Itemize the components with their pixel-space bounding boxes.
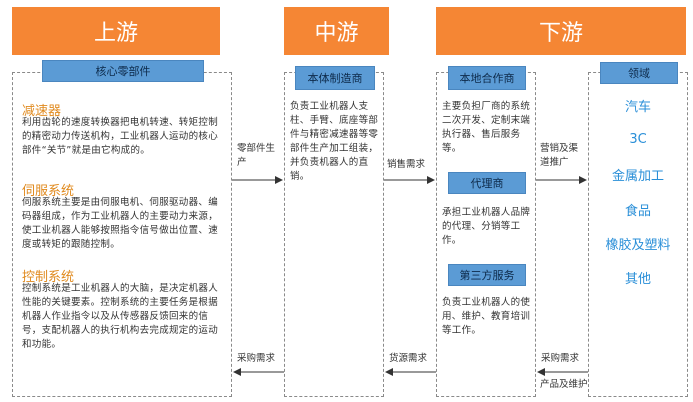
core-parts-tag: 核心零部件: [42, 60, 204, 82]
manufacturer-tag: 本体制造商: [295, 66, 375, 90]
field-rubber: 橡胶及塑料: [605, 238, 671, 253]
field-auto: 汽车: [624, 100, 651, 115]
field-food: 食品: [624, 204, 651, 219]
third-party-tag: 第三方服务: [448, 264, 526, 286]
reducer-text: 利用齿轮的速度转换器把电机转速、转矩控制的精密动力传送机构，工业机器人运动的核心…: [22, 117, 219, 156]
third-party-text: 负责工业机器人的使用、维护、教育培训等工作。: [442, 297, 531, 336]
products-maintenance-label: 产品及维护: [540, 379, 588, 390]
reducer-heading: 减速器: [22, 104, 62, 119]
field-other: 其他: [624, 272, 651, 287]
partners-box: [436, 72, 536, 397]
field-metal: 金属加工: [611, 169, 664, 184]
purchase-demand-right-label: 采购需求: [541, 353, 580, 364]
midstream-box: [284, 72, 384, 397]
parts-production-label: 零部件生产: [237, 143, 276, 168]
upstream-header: 上游: [12, 7, 220, 55]
servo-heading: 伺服系统: [22, 184, 75, 199]
local-partner-text: 主要负担厂商的系统二次开发、定制末端执行器、售后服务等。: [442, 101, 531, 154]
manufacturer-text: 负责工业机器人支柱、手臂、底座等部件与精密减速器等零部件生产加工组装，并负责机器…: [290, 101, 379, 182]
source-demand-label: 货源需求: [389, 353, 428, 364]
agent-text: 承担工业机器人品牌的代理、分销等工作。: [442, 207, 531, 246]
local-partner-tag: 本地合作商: [448, 66, 526, 90]
purchase-demand-left-label: 采购需求: [237, 353, 276, 364]
fields-tag: 领域: [600, 62, 678, 84]
agent-tag: 代理商: [448, 172, 526, 194]
control-heading: 控制系统: [22, 270, 75, 285]
control-text: 控制系统是工业机器人的大脑，是决定机器人性能的关键要素。控制系统的主要任务是根据…: [22, 283, 219, 350]
sales-demand-label: 销售需求: [387, 159, 426, 170]
servo-text: 伺服系统主要是由伺服电机、伺服驱动器、编码器组成，作为工业机器人的主要动力来源，…: [22, 197, 219, 250]
midstream-header: 中游: [284, 7, 389, 55]
field-3c: 3C: [629, 132, 647, 147]
upstream-box: [12, 72, 232, 397]
downstream-header: 下游: [436, 7, 686, 55]
marketing-label: 营销及渠道推广: [540, 143, 579, 168]
